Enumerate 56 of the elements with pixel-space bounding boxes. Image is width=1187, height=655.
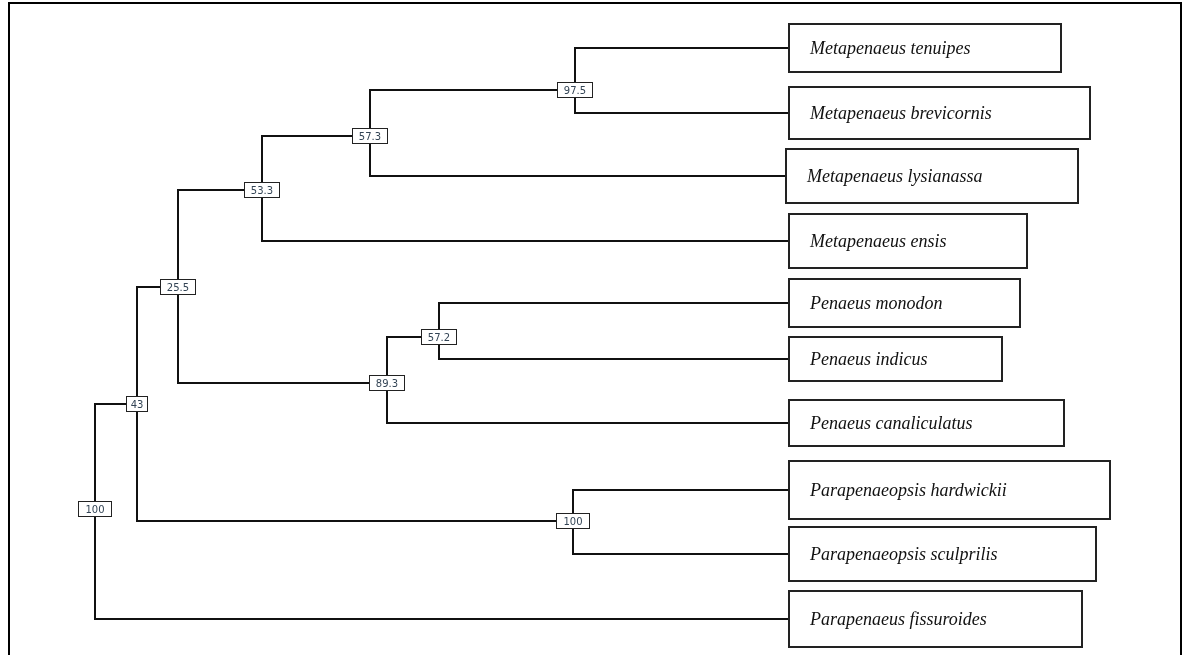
bootstrap-value: 53.3	[250, 184, 274, 196]
tree-branch	[261, 197, 789, 242]
species-name: Penaeus indicus	[810, 348, 928, 370]
species-name: Metapenaeus brevicornis	[810, 102, 992, 124]
bootstrap-box	[126, 396, 148, 412]
bootstrap-value: 57.3	[358, 130, 382, 142]
tree-branch	[136, 411, 557, 522]
bootstrap-value: 100	[563, 515, 583, 527]
tree-branch	[386, 336, 422, 376]
bootstrap-box	[556, 513, 590, 529]
bootstrap-value: 43	[130, 398, 144, 410]
taxon-box	[788, 336, 1003, 382]
tree-branch	[369, 89, 558, 129]
tree-branch	[177, 189, 245, 280]
bootstrap-box	[244, 182, 280, 198]
tree-branch	[369, 143, 786, 177]
taxon-box	[788, 590, 1083, 648]
tree-branch	[177, 294, 370, 384]
bootstrap-box	[557, 82, 593, 98]
tree-branch	[438, 344, 789, 360]
tree-branch	[261, 135, 353, 183]
bootstrap-value: 100	[85, 503, 105, 515]
tree-branch	[572, 528, 789, 555]
taxon-box	[788, 460, 1111, 520]
tree-branch	[94, 403, 127, 502]
species-name: Parapenaeopsis sculprilis	[810, 543, 998, 565]
taxon-box	[788, 278, 1021, 328]
tree-branch	[572, 489, 789, 514]
species-name: Metapenaeus lysianassa	[807, 165, 983, 187]
taxon-box	[788, 213, 1028, 269]
taxon-box	[788, 23, 1062, 73]
species-name: Metapenaeus tenuipes	[810, 37, 971, 59]
tree-branch	[438, 302, 789, 330]
bootstrap-box	[352, 128, 388, 144]
tree-branch	[136, 286, 161, 397]
bootstrap-box	[369, 375, 405, 391]
tree-branch	[574, 47, 789, 83]
species-name: Parapenaeus fissuroides	[810, 608, 987, 630]
taxon-box	[785, 148, 1079, 204]
bootstrap-value: 89.3	[375, 377, 399, 389]
taxon-box	[788, 399, 1065, 447]
taxon-box	[788, 526, 1097, 582]
taxon-box	[788, 86, 1091, 140]
bootstrap-box	[160, 279, 196, 295]
species-name: Metapenaeus ensis	[810, 230, 947, 252]
species-name: Penaeus canaliculatus	[810, 412, 973, 434]
bootstrap-value: 57.2	[427, 331, 451, 343]
species-name: Penaeus monodon	[810, 292, 943, 314]
bootstrap-box	[421, 329, 457, 345]
species-name: Parapenaeopsis hardwickii	[810, 479, 1007, 501]
bootstrap-value: 97.5	[563, 84, 587, 96]
bootstrap-value: 25.5	[166, 281, 190, 293]
tree-branch	[386, 390, 789, 424]
tree-branch	[94, 516, 789, 620]
bootstrap-box	[78, 501, 112, 517]
tree-branch	[574, 97, 789, 114]
